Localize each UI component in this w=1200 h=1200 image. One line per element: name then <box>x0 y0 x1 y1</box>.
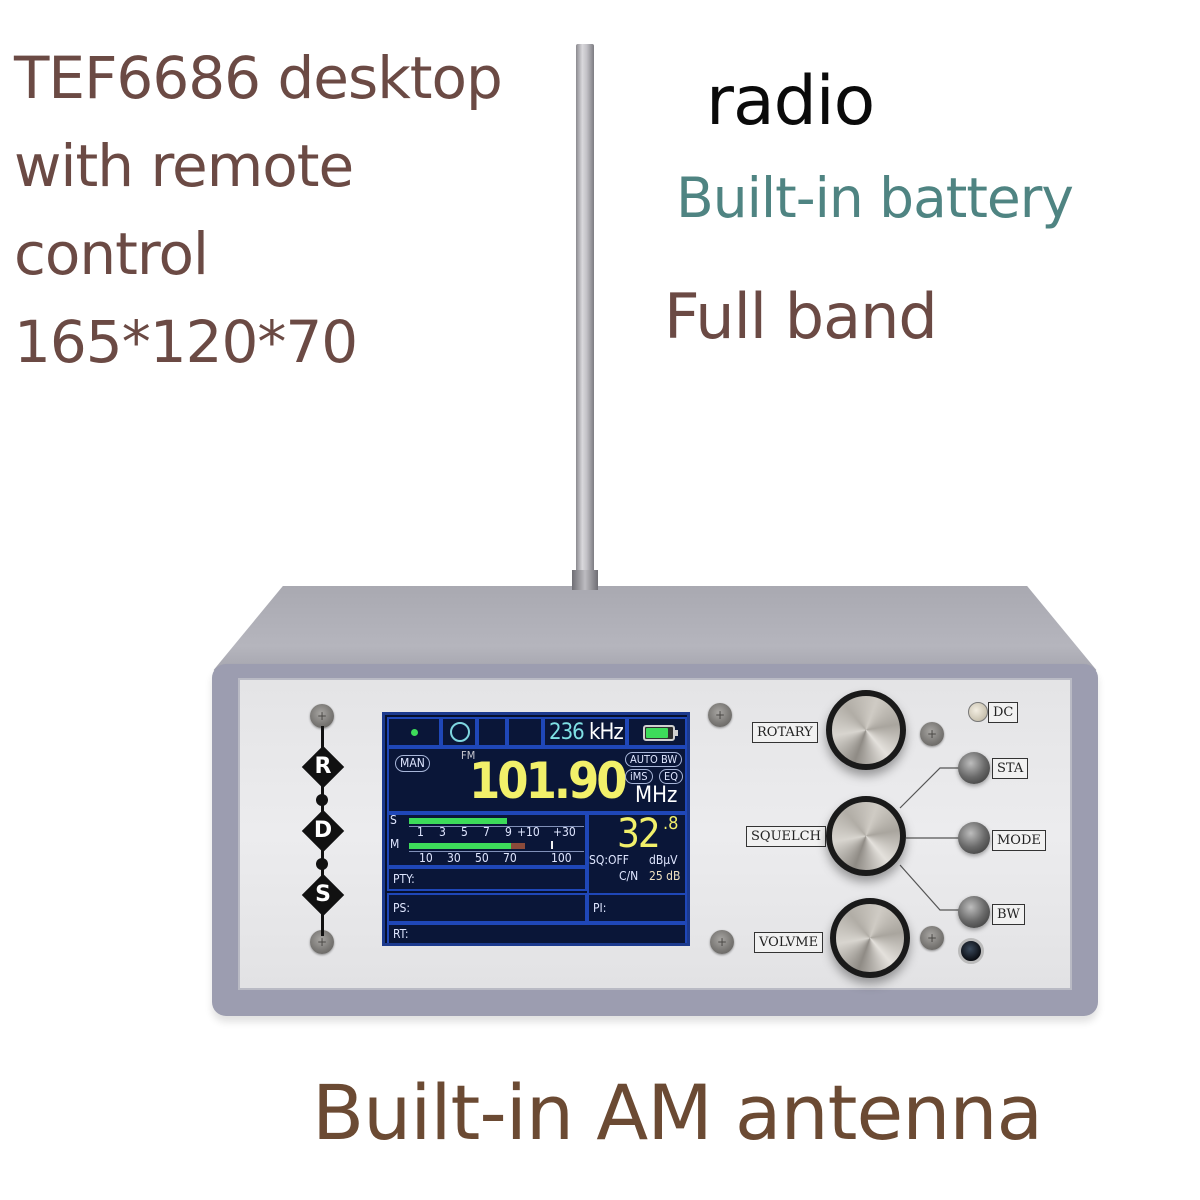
volume-label: VOLVME <box>754 932 824 953</box>
antenna-base <box>572 570 598 590</box>
s-scale-tick: 3 <box>439 825 446 839</box>
cn-label: C/N <box>619 869 639 883</box>
pi-label: PI: <box>593 901 607 915</box>
status-cell-rds <box>441 717 477 747</box>
screw-icon <box>920 926 944 950</box>
caption-built-in-am-antenna: Built-in AM antenna <box>312 1068 1043 1157</box>
m-meter-overflow <box>511 843 525 849</box>
caption-line-4-dimensions: 165*120*70 <box>14 308 358 376</box>
dot-icon <box>316 858 328 870</box>
bw-button[interactable] <box>958 896 990 928</box>
signal-unit: dBμV <box>649 853 678 867</box>
frequency-unit: MHz <box>635 783 678 808</box>
cn-value: 25 dB <box>649 869 681 883</box>
ir-receiver-icon <box>958 938 984 964</box>
squelch-label: SQUELCH <box>746 826 826 847</box>
bandwidth-unit: kHz <box>589 720 624 745</box>
telescopic-antenna <box>576 44 594 584</box>
rt-row: RT: <box>387 923 687 943</box>
tune-mode-badge: MAN <box>395 755 430 772</box>
ps-row: PS: <box>387 893 587 923</box>
screw-icon <box>310 704 334 728</box>
s-scale-tick: 7 <box>483 825 490 839</box>
status-cell-empty <box>507 717 543 747</box>
sta-label: STA <box>992 758 1029 779</box>
bandwidth-value: 236 <box>549 720 585 745</box>
status-cell-empty <box>477 717 507 747</box>
s-scale-tick: 9 <box>505 825 512 839</box>
battery-icon <box>643 725 675 741</box>
dot-icon <box>316 794 328 806</box>
s-scale-tick: +10 <box>517 825 540 839</box>
auto-bw-badge: AUTO BW <box>625 752 683 767</box>
frequency-readout: 101.90 <box>469 752 628 810</box>
signal-dot-icon <box>411 729 418 736</box>
m-scale-tick: 10 <box>419 851 433 865</box>
s-scale-tick: 5 <box>461 825 468 839</box>
mode-label: MODE <box>992 830 1046 851</box>
s-meter-scale-line <box>409 826 584 827</box>
battery-cell <box>627 717 687 747</box>
signal-panel: 32 .8 SQ:OFF dBμV C/N 25 dB <box>587 811 687 895</box>
band-label: FM <box>461 749 476 762</box>
status-cell-stereo <box>387 717 441 747</box>
meter-panel: S 1 3 5 7 9 +10 +30 M 10 30 50 70 100 <box>387 813 587 867</box>
screw-icon <box>920 722 944 746</box>
rotary-knob[interactable] <box>826 690 906 770</box>
m-scale-tick: 30 <box>447 851 461 865</box>
m-meter-label: M <box>390 837 400 851</box>
caption-radio: radio <box>706 62 875 141</box>
ps-label: PS: <box>393 901 411 915</box>
m-scale-tick: 50 <box>475 851 489 865</box>
volume-knob[interactable] <box>830 898 910 978</box>
m-meter-peak <box>551 841 553 849</box>
m-scale-tick: 70 <box>503 851 517 865</box>
caption-line-1: TEF6686 desktop <box>14 44 503 112</box>
signal-strength-main: 32 <box>617 811 661 857</box>
screw-icon <box>710 930 734 954</box>
caption-full-band: Full band <box>664 280 938 353</box>
caption-line-3: control <box>14 220 209 288</box>
dc-label: DC <box>988 702 1019 723</box>
frequency-panel: MAN FM 101.90 AUTO BW iMS EQ MHz <box>387 747 687 813</box>
s-meter-label: S <box>390 813 397 827</box>
squelch-status: SQ:OFF <box>589 853 629 867</box>
pty-label: PTY: <box>393 872 415 886</box>
s-scale-tick: 1 <box>417 825 424 839</box>
s-meter-bar <box>409 818 507 824</box>
mode-button[interactable] <box>958 822 990 854</box>
product-title-caption: TEF6686 desktop with remote control 165*… <box>14 34 503 386</box>
rds-letter-s: S <box>315 882 331 907</box>
pi-row: PI: <box>587 893 687 923</box>
rotary-label: ROTARY <box>752 722 818 743</box>
caption-built-in-battery: Built-in battery <box>676 166 1074 230</box>
m-meter-scale-line <box>409 851 584 852</box>
circle-indicator-icon <box>450 722 470 742</box>
eq-badge: EQ <box>659 769 684 784</box>
ims-badge: iMS <box>625 769 653 784</box>
m-scale-tick: 100 <box>551 851 572 865</box>
s-scale-tick: +30 <box>553 825 576 839</box>
rds-letter-d: D <box>313 818 333 843</box>
caption-line-2: with remote <box>14 132 354 200</box>
screw-icon <box>708 703 732 727</box>
case-top <box>212 586 1098 672</box>
pty-row: PTY: <box>387 867 587 891</box>
rds-letter-r: R <box>314 754 332 779</box>
squelch-knob[interactable] <box>826 796 906 876</box>
lcd-display: 236 kHz MAN FM 101.90 AUTO BW iMS EQ MHz… <box>382 712 690 946</box>
signal-strength-decimal: .8 <box>663 813 679 834</box>
rt-label: RT: <box>393 927 409 941</box>
bw-label: BW <box>992 904 1025 925</box>
dc-led-icon <box>968 702 988 722</box>
m-meter-bar <box>409 843 511 849</box>
sta-button[interactable] <box>958 752 990 784</box>
bandwidth-cell: 236 kHz <box>543 717 627 747</box>
